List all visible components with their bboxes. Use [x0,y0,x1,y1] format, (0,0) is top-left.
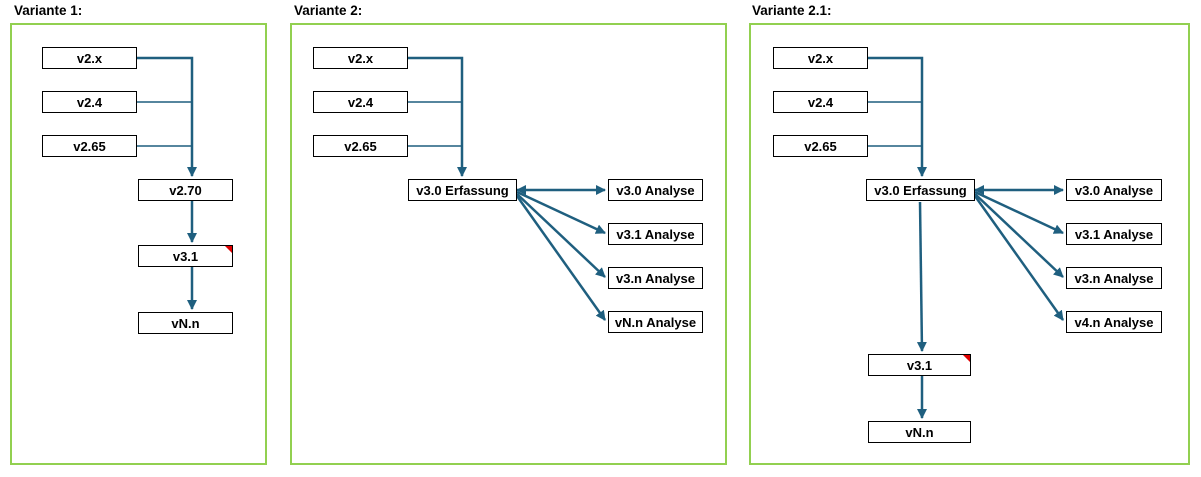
connector-erfassung-to-a31 [974,190,1064,235]
variant-2-1-node-vNn[interactable]: vN.n [868,421,971,443]
variant-2-node-a31[interactable]: v3.1 Analyse [608,223,703,245]
connector-v2x-to-v270 [137,56,197,177]
variant-2-1-panel [749,23,1190,465]
variant-2-1-node-v2x[interactable]: v2.x [773,47,868,69]
variant-2-1-node-v265[interactable]: v2.65 [773,135,868,157]
variant-2-node-a30[interactable]: v3.0 Analyse [608,179,703,201]
comment-marker-icon [963,355,970,362]
connector-erfassung-to-v31 [916,201,927,352]
variant-2-1-node-v31[interactable]: v3.1 [868,354,971,376]
variant-2-connectors [408,56,607,321]
variant-1-connectors [137,56,197,310]
connector-erfassung-to-a3n [974,193,1064,278]
variant-1-node-v2x[interactable]: v2.x [42,47,137,69]
connector-erfassung-to-aNn [515,195,607,321]
variant-1-node-v31[interactable]: v3.1 [138,245,233,267]
variant-2-node-erfassung[interactable]: v3.0 Erfassung [408,179,517,201]
variant-2-node-v2x[interactable]: v2.x [313,47,408,69]
variant-1-node-v24[interactable]: v2.4 [42,91,137,113]
variant-2-node-a3n[interactable]: v3.n Analyse [608,267,703,289]
variant-2-1-node-a3n[interactable]: v3.n Analyse [1066,267,1162,289]
variant-2-node-v24[interactable]: v2.4 [313,91,408,113]
connector-v2x-to-erfassung [868,56,927,177]
connector-erfassung-to-a3n [516,193,606,278]
variant-2-1-node-a4n[interactable]: v4.n Analyse [1066,311,1162,333]
variant-1-node-vNn[interactable]: vN.n [138,312,233,334]
variant-2-panel [290,23,727,465]
variant-2-node-v265[interactable]: v2.65 [313,135,408,157]
variant-1-node-v270[interactable]: v2.70 [138,179,233,201]
comment-marker-icon [225,246,232,253]
variant-2-title: Variante 2: [294,3,363,18]
connector-v2x-to-erfassung [408,56,467,177]
variant-1-panel [10,23,267,465]
variant-2-1-title: Variante 2.1: [752,3,832,18]
variant-1-title: Variante 1: [14,3,83,18]
connector-erfassung-to-a4n [973,195,1065,321]
variant-2-1-node-v24[interactable]: v2.4 [773,91,868,113]
variant-2-1-node-a30[interactable]: v3.0 Analyse [1066,179,1162,201]
variant-2-1-connectors [868,56,1065,419]
connector-erfassung-to-a31 [516,190,606,235]
variant-2-1-node-erfassung[interactable]: v3.0 Erfassung [866,179,975,201]
variant-2-1-node-a31[interactable]: v3.1 Analyse [1066,223,1162,245]
variant-1-node-v265[interactable]: v2.65 [42,135,137,157]
variant-2-node-aNn[interactable]: vN.n Analyse [608,311,703,333]
